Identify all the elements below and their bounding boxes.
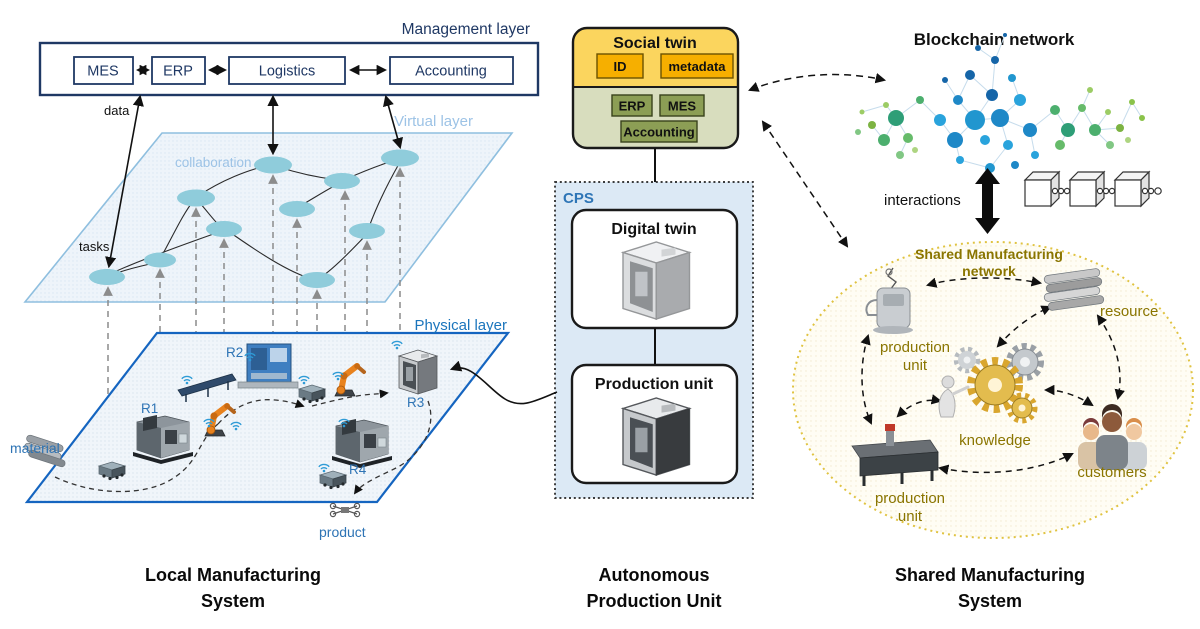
blockchain-node-cluster <box>855 33 1145 173</box>
module-label-erp: ERP <box>163 64 193 80</box>
data-label: data <box>104 103 130 118</box>
machine-r1 <box>132 414 194 465</box>
shared-network: Shared Manufacturing network production … <box>792 241 1194 539</box>
resource-label: resource <box>1100 303 1158 320</box>
conveyor <box>177 373 237 402</box>
footer-center-1: Autonomous <box>599 565 710 585</box>
cps-box: CPS Digital twin Production unit <box>554 181 754 499</box>
shared-production-unit-top-label-1: production <box>880 339 950 356</box>
social-shared-link <box>761 120 849 248</box>
virtual-node-cluster <box>89 149 419 288</box>
virtual-node <box>206 221 242 237</box>
module-label-logistics: Logistics <box>259 64 315 80</box>
collaboration-label: collaboration <box>175 155 252 170</box>
id-box <box>596 53 644 79</box>
footer-center-2: Production Unit <box>587 591 722 611</box>
virtual-node <box>279 201 315 217</box>
shared-network-title-1: Shared Manufacturing <box>915 246 1063 262</box>
metadata-box <box>660 53 734 79</box>
resource-icon <box>1043 268 1105 311</box>
virtual-node <box>144 252 176 268</box>
accounting-label: Accounting <box>623 125 695 140</box>
module-box-mes <box>73 56 134 85</box>
module-box-logistics <box>228 56 346 85</box>
machine-r3-printer <box>398 349 438 395</box>
data-arrow <box>105 94 144 269</box>
metadata-label: metadata <box>668 59 726 74</box>
erp-label: ERP <box>619 99 646 114</box>
cps-label: CPS <box>563 190 594 207</box>
product-drone-icon <box>329 502 361 518</box>
machine-r4 <box>331 418 393 469</box>
cps-to-r3-arrow <box>449 360 558 405</box>
accounting-box <box>620 120 698 143</box>
module-label-mes: MES <box>87 64 118 80</box>
virtual-layer-title: Virtual layer <box>394 113 473 130</box>
blockchain-title: Blockchain network <box>914 30 1075 49</box>
production-unit-printer <box>622 397 691 476</box>
shared-production-unit-bottom-label-1: production <box>875 490 945 507</box>
mes-box <box>659 94 705 117</box>
mes-label: MES <box>668 99 697 114</box>
module-label-accounting: Accounting <box>415 64 487 80</box>
machine-r2 <box>237 343 299 389</box>
block-cubes <box>1023 170 1162 208</box>
virtual-node <box>299 272 335 288</box>
social-twin-box: Social twin ID metadata ERP MES Accounti… <box>571 26 740 150</box>
label-r1: R1 <box>141 401 158 416</box>
shared-production-unit-top-label-2: unit <box>903 357 928 374</box>
interactions-label: interactions <box>884 192 961 209</box>
module-box-accounting <box>389 56 514 85</box>
label-r2: R2 <box>226 345 243 360</box>
shared-network-title-2: network <box>962 263 1016 279</box>
shared-production-unit-top-icon <box>865 267 913 334</box>
customers-icon <box>1078 404 1147 470</box>
physical-layer-title: Physical layer <box>414 317 507 334</box>
knowledge-icon <box>938 343 1044 424</box>
social-blockchain-link <box>748 73 887 92</box>
product-label: product <box>319 524 366 540</box>
customers-label: customers <box>1077 464 1146 481</box>
interactions-arrow <box>975 168 1000 234</box>
material-label: material <box>10 440 60 456</box>
blockchain-nodes <box>855 33 1145 173</box>
management-layer: Management layer MES ERP Logistics Accou… <box>38 21 540 97</box>
physical-layer: Physical layer <box>10 317 511 540</box>
label-r4: R4 <box>349 462 367 477</box>
id-label: ID <box>614 59 627 74</box>
erp-box <box>611 94 653 117</box>
production-unit-label: Production unit <box>595 376 714 393</box>
block-cube <box>1068 170 1106 208</box>
digital-twin-label: Digital twin <box>611 221 696 238</box>
footer-titles: Local Manufacturing System Autonomous Pr… <box>145 565 1085 611</box>
virtual-node <box>324 173 360 189</box>
label-r3: R3 <box>407 395 424 410</box>
accounting-arrow <box>383 94 403 150</box>
block-cube <box>1113 170 1151 208</box>
tasks-label: tasks <box>79 239 110 254</box>
shared-production-unit-bottom-icon <box>851 424 939 486</box>
footer-right-1: Shared Manufacturing <box>895 565 1085 585</box>
shared-network-arrows <box>860 276 1125 475</box>
virtual-node <box>89 269 125 285</box>
footer-right-2: System <box>958 591 1022 611</box>
social-twin-title: Social twin <box>613 35 697 52</box>
footer-left-2: System <box>201 591 265 611</box>
virtual-node <box>254 156 292 174</box>
module-box-erp <box>151 56 206 85</box>
material-stack <box>24 434 66 468</box>
virtual-node <box>177 189 215 207</box>
shared-production-unit-bottom-label-2: unit <box>898 508 923 525</box>
digital-twin-printer <box>622 241 691 320</box>
virtual-node <box>381 149 419 167</box>
virtual-node <box>349 223 385 239</box>
management-layer-title: Management layer <box>402 21 530 38</box>
management-virtual-arrows <box>105 94 403 269</box>
knowledge-label: knowledge <box>959 432 1031 449</box>
footer-left-1: Local Manufacturing <box>145 565 321 585</box>
